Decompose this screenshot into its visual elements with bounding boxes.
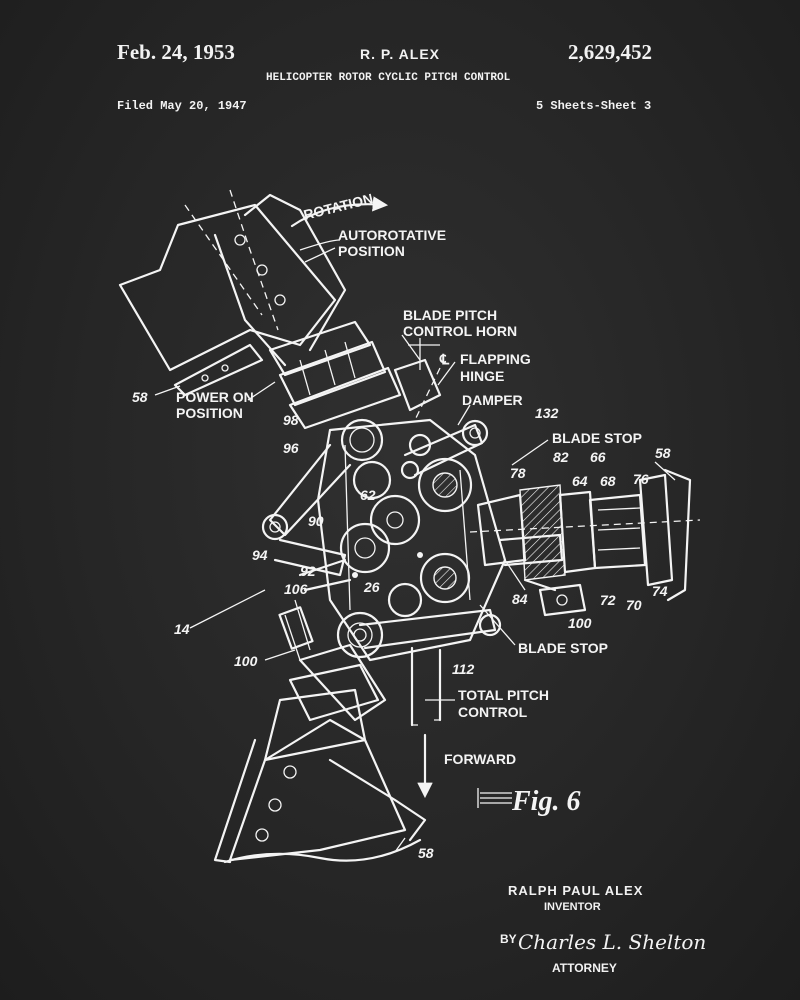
ref-58-lower: 58 (418, 845, 434, 861)
inventor-name: RALPH PAUL ALEX (508, 883, 644, 898)
ref-58-upper: 58 (132, 389, 148, 405)
patent-number: 2,629,452 (568, 40, 652, 64)
hub-collar (268, 320, 442, 430)
label-autorotative-position: POSITION (338, 243, 405, 259)
by-label: BY (500, 932, 517, 946)
ref-106: 106 (284, 581, 308, 597)
ref-94: 94 (252, 547, 268, 563)
ref-62: 62 (360, 487, 376, 503)
label-autorotative: AUTOROTATIVE (338, 227, 446, 243)
ref-26: 26 (363, 579, 380, 595)
inventor-short-name: R. P. ALEX (360, 46, 441, 62)
filed-date: Filed May 20, 1947 (117, 99, 247, 113)
patent-date: Feb. 24, 1953 (117, 40, 235, 64)
figure-number: Fig. 6 (511, 786, 580, 817)
lower-blade-cuff (213, 599, 427, 864)
ref-112: 112 (452, 661, 475, 677)
ref-100-right: 100 (568, 615, 592, 631)
link-arms (261, 367, 502, 650)
label-control-horn: CONTROL HORN (403, 323, 517, 339)
gear-housing (316, 418, 507, 662)
ref-100-left: 100 (234, 653, 258, 669)
label-blade-stop-bottom: BLADE STOP (518, 640, 608, 656)
sheet-count: 5 Sheets-Sheet 3 (536, 99, 652, 113)
ref-96: 96 (283, 440, 299, 456)
ref-132: 132 (535, 405, 559, 421)
callouts: ROTATION AUTOROTATIVE POSITION BLADE PIT… (132, 190, 671, 861)
ref-58-right: 58 (655, 445, 671, 461)
blade-stop-assembly (469, 468, 701, 617)
attorney-role: ATTORNEY (552, 961, 617, 975)
label-blade-pitch: BLADE PITCH (403, 307, 497, 323)
figure-label: Fig. 6 (477, 786, 580, 817)
rotation-arrow (290, 196, 389, 251)
ref-84: 84 (512, 591, 528, 607)
leader-lines (154, 247, 676, 853)
ref-66: 66 (590, 449, 606, 465)
label-flapping-mark: ℄ (439, 351, 450, 367)
ref-70: 70 (626, 597, 642, 613)
label-power-on: POWER ON (176, 389, 254, 405)
label-flapping: FLAPPING (460, 351, 531, 367)
ref-90: 90 (308, 513, 324, 529)
ref-14: 14 (174, 621, 190, 637)
label-forward: FORWARD (444, 751, 516, 767)
label-hinge: HINGE (460, 368, 504, 384)
ref-92: 92 (300, 563, 316, 579)
total-pitch-control (410, 646, 442, 799)
patent-title: HELICOPTER ROTOR CYCLIC PITCH CONTROL (266, 72, 511, 84)
ref-98: 98 (283, 412, 299, 428)
label-power-on-position: POSITION (176, 405, 243, 421)
label-damper: DAMPER (462, 392, 523, 408)
ref-72: 72 (600, 592, 616, 608)
ref-68: 68 (600, 473, 616, 489)
label-total-pitch: TOTAL PITCH (458, 687, 549, 703)
ref-78: 78 (510, 465, 526, 481)
ref-74: 74 (652, 583, 668, 599)
label-total-pitch-control: CONTROL (458, 704, 528, 720)
ref-82: 82 (553, 449, 569, 465)
inventor-role: INVENTOR (544, 901, 601, 913)
attorney-signature: Charles L. Shelton (518, 930, 707, 954)
ref-64: 64 (572, 473, 588, 489)
label-rotation: ROTATION (302, 190, 375, 223)
label-blade-stop-top: BLADE STOP (552, 430, 642, 446)
ref-76: 76 (633, 471, 649, 487)
